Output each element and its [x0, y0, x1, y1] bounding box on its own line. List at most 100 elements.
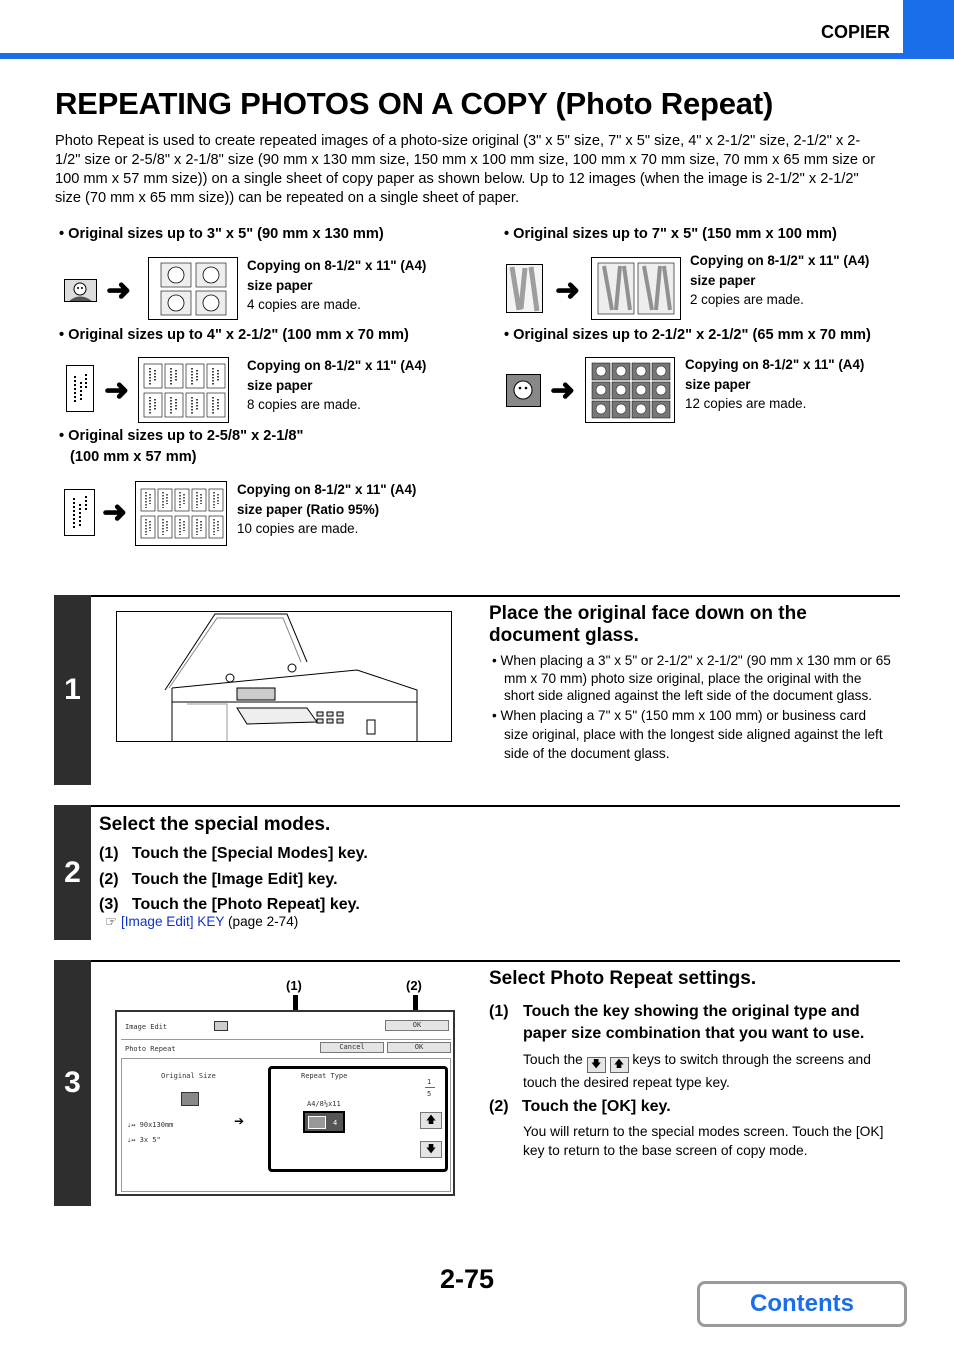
repeat-count: 4: [333, 1119, 338, 1127]
step-3-item-2-desc: You will return to the special modes scr…: [523, 1124, 884, 1158]
desc-line2: size paper: [247, 377, 313, 393]
arrow-right-icon: ➜: [102, 496, 128, 529]
size-description-7x5: Copying on 8-1/2" x 11" (A4) size paper …: [690, 251, 869, 310]
arrow-right-icon: ➜: [555, 274, 581, 307]
size-description-3x5: Copying on 8-1/2" x 11" (A4) size paper …: [247, 256, 426, 315]
page-total: 5: [427, 1090, 432, 1098]
arrow-right-icon: ➔: [234, 1114, 245, 1128]
size-heading-2-5-8x2-1-8-metric: (100 mm x 57 mm): [70, 449, 197, 465]
bullet-text: When placing a 3" x 5" or 2-1/2" x 2-1/2…: [500, 653, 891, 704]
image-edit-key-link[interactable]: [Image Edit] KEY: [120, 914, 225, 929]
size-b-text: 3x 5": [139, 1136, 161, 1144]
page-current: 1: [427, 1078, 432, 1086]
arrow-right-icon: ➜: [104, 374, 130, 407]
step-1-bullets: • When placing a 3" x 5" or 2-1/2" x 2-1…: [492, 652, 892, 763]
screen-photo-repeat-label: Photo Repeat: [125, 1045, 176, 1053]
desc-pre: Touch the: [523, 1052, 583, 1067]
step-1-rule: [54, 595, 900, 597]
item-num: (2): [99, 871, 119, 888]
repeat-4-icon: [308, 1116, 326, 1129]
callout-2-leader: [413, 995, 418, 1017]
arrow-right-icon: ➜: [106, 274, 132, 307]
step-2-reference: ☞ [Image Edit] KEY (page 2-74): [105, 914, 298, 930]
item-text: Touch the [Image Edit] key.: [131, 871, 338, 888]
step-2-item-2: (2) Touch the [Image Edit] key.: [99, 869, 338, 891]
down-key-icon: 🡇: [586, 1057, 606, 1073]
section-label: COPIER: [820, 22, 890, 42]
bullet-item: • When placing a 7" x 5" (150 mm x 100 m…: [492, 708, 883, 762]
reference-page: (page 2-74): [228, 914, 299, 929]
step-3-number: 3: [54, 960, 91, 1206]
step-3-rule: [54, 960, 900, 962]
page-number: 2-75: [440, 1264, 495, 1294]
item-text: Touch the [OK] key.: [521, 1098, 671, 1115]
size-heading-2-5x2-5: • Original sizes up to 2-1/2" x 2-1/2" (…: [504, 327, 871, 343]
size-a-text: 90x130mm: [139, 1121, 174, 1129]
ok-button[interactable]: OK: [387, 1042, 451, 1053]
repeat-type-4-key[interactable]: 4: [303, 1111, 345, 1133]
touch-panel-screen: Image Edit OK Photo Repeat Cancel OK Ori…: [115, 1010, 455, 1196]
step-3-heading: Select Photo Repeat settings.: [489, 968, 757, 989]
step-3-item-1-desc: Touch the 🡇 🡅 keys to switch through the…: [523, 1050, 903, 1092]
header-rule: [0, 53, 954, 59]
item-num: (1): [99, 845, 119, 862]
bullet-item: • When placing a 3" x 5" or 2-1/2" x 2-1…: [492, 653, 891, 704]
size-heading-7x5: • Original sizes up to 7" x 5" (150 mm x…: [504, 226, 837, 242]
output-paper-12-copies: [585, 357, 675, 423]
step-3-item-2: (2) Touch the [OK] key.: [489, 1096, 671, 1118]
size-heading-4x2-5: • Original sizes up to 4" x 2-1/2" (100 …: [59, 327, 409, 343]
output-paper-10-copies: [135, 481, 227, 546]
step-2-rule: [54, 805, 900, 807]
arrow-right-icon: ➜: [550, 374, 576, 407]
original-portrait-icon: [64, 489, 95, 536]
step-1-heading: Place the original face down on the docu…: [489, 603, 807, 646]
cancel-button[interactable]: Cancel: [320, 1042, 384, 1053]
item-num: (2): [489, 1098, 509, 1115]
reference-hand-icon: ☞: [105, 914, 118, 929]
repeat-type-label: Repeat Type: [301, 1072, 348, 1080]
screen-image-edit-label: Image Edit: [125, 1023, 168, 1031]
desc-line3: 2 copies are made.: [690, 292, 804, 307]
size-b-value: ⇣↔ 3x 5": [127, 1136, 161, 1144]
step-2-number: 2: [54, 805, 91, 940]
up-key-icon: 🡅: [609, 1057, 629, 1073]
desc-line3: 8 copies are made.: [247, 397, 361, 412]
item-text: Touch the key showing the original type …: [523, 1003, 865, 1042]
step-2-item-3: (3) Touch the [Photo Repeat] key.: [99, 894, 360, 916]
desc-line1: Copying on 8-1/2" x 11" (A4): [247, 358, 427, 373]
desc-line1: Copying on 8-1/2" x 11" (A4): [685, 357, 865, 372]
screen-divider: [121, 1039, 451, 1040]
page-separator: [425, 1087, 435, 1088]
contents-button[interactable]: Contents: [697, 1281, 907, 1327]
desc-post: keys to switch through the screens and t…: [523, 1052, 871, 1090]
desc-line2: size paper: [247, 277, 313, 293]
size-a-value: ⇣↔ 90x130mm: [127, 1121, 174, 1129]
original-landscape-icon: [506, 264, 543, 313]
image-edit-icon: [214, 1021, 228, 1031]
size-description-2-5x2-5: Copying on 8-1/2" x 11" (A4) size paper …: [685, 355, 864, 414]
size-heading-2-5-8x2-1-8: • Original sizes up to 2-5/8" x 2-1/8": [59, 428, 304, 444]
original-portrait-icon: [66, 365, 94, 412]
header-accent-block: [903, 0, 954, 59]
desc-line2: size paper (Ratio 95%): [237, 501, 380, 517]
desc-line3: 4 copies are made.: [247, 297, 361, 312]
desc-line3: 10 copies are made.: [237, 521, 359, 536]
item-text: Touch the [Special Modes] key.: [131, 845, 368, 862]
item-text: Touch the [Photo Repeat] key.: [131, 896, 360, 913]
original-photo-icon: [181, 1092, 199, 1106]
paper-size-label: A4/8½x11: [307, 1100, 341, 1108]
screen-panel: [121, 1058, 451, 1192]
top-ok-button[interactable]: OK: [385, 1020, 449, 1031]
copier-illustration: [116, 611, 452, 742]
desc-line1: Copying on 8-1/2" x 11" (A4): [247, 258, 427, 273]
callout-1: (1): [286, 978, 302, 993]
step-1-number: 1: [54, 595, 91, 785]
size-description-4x2-5: Copying on 8-1/2" x 11" (A4) size paper …: [247, 356, 426, 415]
scroll-down-button[interactable]: 🡇: [420, 1141, 442, 1158]
repeat-type-panel: [268, 1066, 448, 1172]
step-2-heading: Select the special modes.: [99, 814, 331, 835]
scroll-up-button[interactable]: 🡅: [420, 1112, 442, 1129]
size-heading-3x5: • Original sizes up to 3" x 5" (90 mm x …: [59, 226, 384, 242]
page-title: REPEATING PHOTOS ON A COPY (Photo Repeat…: [55, 86, 774, 121]
desc-line1: Copying on 8-1/2" x 11" (A4): [237, 482, 417, 497]
